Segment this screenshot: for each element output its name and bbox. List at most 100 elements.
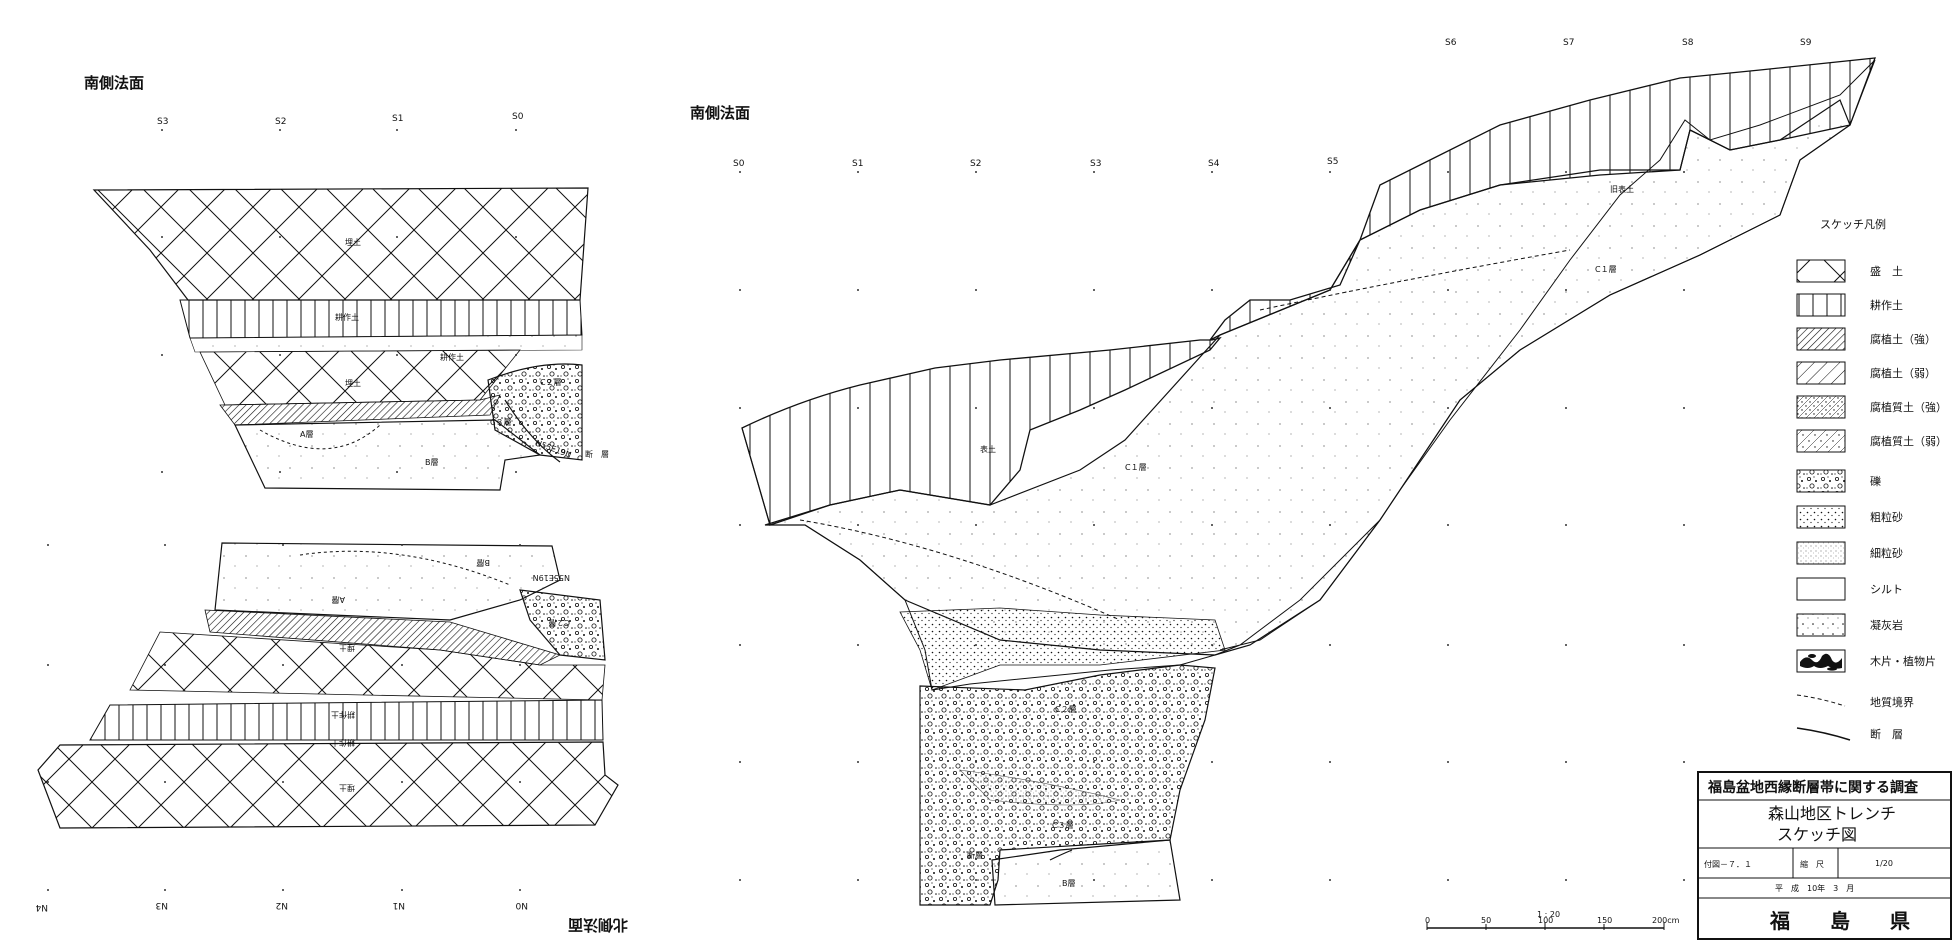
grid-dot (1565, 407, 1567, 409)
left-top-section: 南側法面 S3 S2 S1 S0 埋土 耕作土 耕作土 埋土 C２層 C３層 A… (84, 74, 609, 491)
grid-dot (1683, 524, 1685, 526)
right-section: 南側法面 S0 S1 S2 S3 S4 S5 S6 S7 S8 S9 (690, 38, 1876, 906)
grid-dot (1093, 524, 1095, 526)
dense-diagonal-swatch-icon (1796, 327, 1846, 351)
b-layer (991, 839, 1181, 906)
grid-dot (1683, 171, 1685, 173)
wood-swatch-icon (1796, 649, 1846, 673)
sparse-dot-diagonal-swatch-icon (1796, 429, 1846, 453)
grid-dot (1211, 644, 1213, 646)
grid-dot (47, 664, 49, 666)
station-label: S0 (733, 159, 745, 169)
grid-dot (1211, 761, 1213, 763)
station-label: S3 (1090, 159, 1101, 169)
fault-line (1049, 849, 1073, 861)
title-block: 福島盆地西縁断層帯に関する調査 森山地区トレンチ スケッチ図 付図－７．１ 縮 … (1697, 771, 1952, 940)
lower-sediment (234, 419, 542, 491)
grid-dot (1093, 761, 1095, 763)
layer-label: 耕作土 (335, 312, 359, 322)
grid-dot (1211, 407, 1213, 409)
legend-label: 腐植土（強） (1870, 332, 1936, 346)
grid-dot (161, 471, 163, 473)
grid-dot (1211, 171, 1213, 173)
grid-dot (975, 879, 977, 881)
legend-label: 断 層 (1870, 727, 1903, 741)
station-label: S1 (392, 114, 403, 124)
layer-label: C３層 (1052, 821, 1074, 830)
grid-dot (1329, 407, 1331, 409)
legend-label: 盛 土 (1870, 264, 1903, 278)
grid-dot (1211, 879, 1213, 881)
scale-field-value: 1/20 (1875, 859, 1893, 868)
grid-dot (282, 781, 284, 783)
scale-tick: 150 (1597, 916, 1612, 925)
grid-dot (857, 171, 859, 173)
layer-label: 耕作土 (440, 352, 464, 362)
fault-label: 断 層 (585, 449, 609, 459)
scale-bar: 1 : 20 0 50 100 150 200cm (1425, 910, 1680, 930)
figure-number: 付図－７．１ (1704, 859, 1752, 869)
cultivated-layer (89, 699, 604, 741)
grid-dot (279, 236, 281, 238)
grid-dot (1329, 524, 1331, 526)
grid-dot (519, 544, 521, 546)
legend-label: 細粒砂 (1870, 546, 1903, 560)
station-label: S3 (157, 117, 168, 127)
grid-dot (1565, 644, 1567, 646)
station-label: S7 (1563, 38, 1574, 48)
grid-dot (396, 129, 398, 131)
legend-label: 腐植質土（弱） (1870, 434, 1947, 448)
gravel-swatch-icon (1796, 469, 1846, 493)
grid-dot (1093, 171, 1095, 173)
grid-dot (515, 471, 517, 473)
right-stations-upper: S6 S7 S8 S9 (1445, 38, 1812, 48)
grid-dot (515, 129, 517, 131)
geologic-boundary (299, 550, 511, 586)
fill-layer-lower (129, 631, 606, 701)
layer-label: 旧表土 (1610, 184, 1634, 194)
grid-dot (161, 236, 163, 238)
station-label: S5 (1327, 157, 1338, 167)
grid-dot (1683, 879, 1685, 881)
grid-dot (1329, 171, 1331, 173)
vertical-lines-swatch-icon (1796, 293, 1846, 317)
old-topsoil-band (1209, 57, 1876, 341)
date-field: 平 成 10年 3 月 (1775, 883, 1854, 893)
layer-label: 表土 (980, 444, 996, 454)
layer-label: B層 (425, 458, 439, 467)
grid-dot (857, 407, 859, 409)
left-bottom-section: B層 N55E19N A層 C２層 埋土 耕作土 耕作土 埋土 N4 N3 N2… (35, 542, 628, 934)
grid-dot (401, 544, 403, 546)
grid-dot (1447, 879, 1449, 881)
layer-label: 埋土 (339, 643, 355, 653)
grid-dot (1093, 644, 1095, 646)
grid-dot (47, 781, 49, 783)
layer-label: B層 (1062, 879, 1076, 888)
geologic-boundary (1259, 249, 1571, 311)
cultivated-layer (179, 299, 583, 339)
grid-dot (739, 761, 741, 763)
lower-sediment (214, 542, 561, 621)
layer-label: B層 (477, 558, 491, 567)
layer-label: 埋土 (339, 783, 355, 793)
grid-dot (975, 524, 977, 526)
grid-dot (519, 889, 521, 891)
station-label: S2 (970, 159, 981, 169)
grid-dot (279, 471, 281, 473)
project-title: 福島盆地西縁断層帯に関する調査 (1707, 779, 1919, 796)
grid-dot (282, 664, 284, 666)
station-label: S1 (852, 159, 863, 169)
grid-dot (164, 781, 166, 783)
grid-dot (1447, 171, 1449, 173)
grid-dot (279, 129, 281, 131)
fine-sand-swatch-icon (1796, 541, 1846, 565)
layer-label: A層 (300, 430, 313, 439)
layer-label: 耕作土 (331, 710, 355, 720)
grid-dot (857, 289, 859, 291)
grid-dot (739, 879, 741, 881)
grid-dot (282, 544, 284, 546)
grid-dot (519, 664, 521, 666)
grid-dot (975, 289, 977, 291)
grid-dot (47, 544, 49, 546)
